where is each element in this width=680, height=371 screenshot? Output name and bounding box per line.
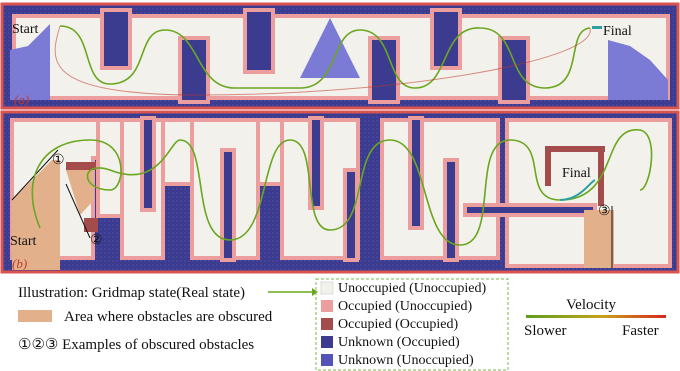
panel-a-path-slowdown (54, 25, 591, 96)
gridmap-legend: Unoccupied (Unoccupied) Occupied (Unoccu… (315, 278, 509, 371)
examples-label: ①②③ Examples of obscured obstacles (18, 337, 254, 353)
panel-b-final-marker (559, 179, 596, 201)
panel-b: Start Final (b) ① ② ③ (0, 110, 680, 274)
panel-a-start-label: Start (12, 22, 39, 37)
panel-b-frame (0, 110, 680, 274)
legend-label-unoccupied: Unoccupied (Unoccupied) (338, 281, 486, 296)
marker-3: ③ (598, 204, 611, 219)
panel-a-frame (0, 2, 680, 110)
panel-b-walls (140, 116, 597, 262)
panel-b-final-label: Final (562, 166, 591, 181)
marker-1: ① (52, 153, 65, 168)
marker-2: ② (90, 233, 103, 248)
panel-b-start-label: Start (10, 234, 37, 249)
panel-b-path (31, 129, 653, 246)
legend-swatch-unknown-occupied (321, 336, 333, 348)
legend-label-occupied-unoccupied: Occupied (Unoccupied) (338, 299, 472, 314)
illustration-legend: Illustration: Gridmap state(Real state) … (18, 285, 318, 353)
panel-a: Start Final (a) (0, 2, 680, 110)
legend-swatch-unoccupied (320, 281, 334, 295)
velocity-title: Velocity (566, 297, 616, 313)
obscured-area-label: Area where obstacles are obscured (64, 309, 273, 325)
panel-a-final-label: Final (603, 24, 632, 39)
legend-swatch-occupied-unoccupied (321, 300, 333, 312)
legend-label-unknown-occupied: Unknown (Occupied) (338, 335, 460, 350)
velocity-legend: Velocity Slower Faster (524, 297, 666, 339)
velocity-fast-label: Faster (622, 323, 659, 339)
illustration-arrowhead (312, 288, 318, 296)
obscured-area-swatch (18, 310, 52, 322)
panel-a-path (59, 25, 591, 89)
illustration-title: Illustration: Gridmap state(Real state) (18, 285, 245, 301)
legend-swatch-unknown-unoccupied (321, 354, 333, 366)
panel-a-label: (a) (14, 92, 29, 107)
panel-a-unknown-areas (10, 18, 668, 100)
panel-a-walls (100, 8, 530, 104)
legend-label-occupied-occupied: Occupied (Occupied) (338, 317, 458, 332)
velocity-gradient (526, 315, 666, 318)
legend-label-unknown-unoccupied: Unknown (Unoccupied) (338, 353, 474, 368)
gridmap-legend-frame (315, 278, 509, 371)
legend-swatch-occupied-occupied (321, 318, 333, 330)
panel-a-final-marker (592, 26, 602, 29)
panel-b-label: (b) (12, 256, 27, 271)
velocity-slow-label: Slower (524, 323, 567, 339)
panel-b-obscured-areas (12, 160, 614, 270)
